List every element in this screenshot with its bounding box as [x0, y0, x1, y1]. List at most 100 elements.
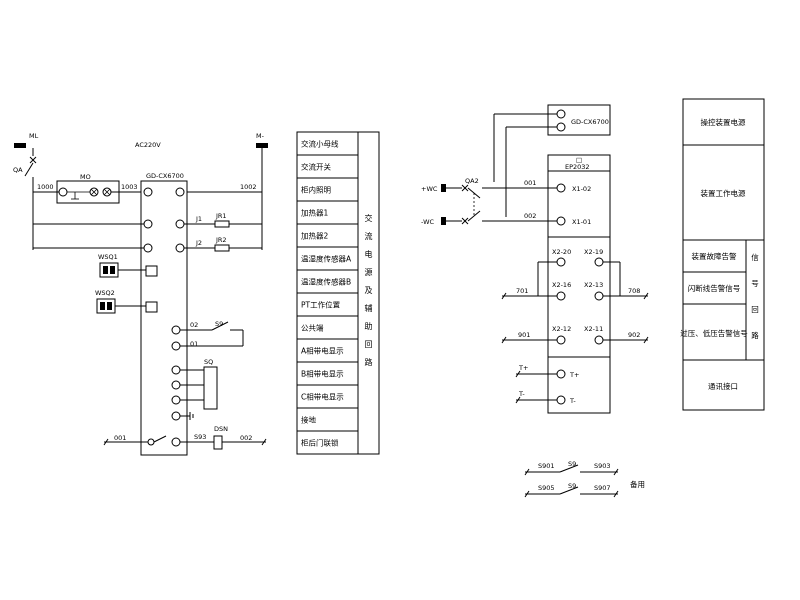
- cell-5: 通讯接口: [708, 381, 738, 391]
- heater-jr1: [214, 220, 230, 228]
- label-ep-top: □: [576, 156, 582, 164]
- cell-0: 操控装置电源: [701, 117, 746, 127]
- func-row-3: 加热器1: [301, 208, 328, 218]
- cell-4: 过压、低压告警信号: [680, 328, 748, 338]
- func-row-7: PT工作位置: [301, 300, 341, 310]
- label-j1: J1: [195, 215, 202, 223]
- label-x2-11: X2-11: [584, 325, 603, 333]
- func-side-char-2: 电: [365, 249, 373, 259]
- label-002: 002: [240, 434, 252, 442]
- label-dsn: DSN: [214, 425, 228, 433]
- label-tminus-out: T-: [518, 390, 525, 398]
- heater-jr2: [214, 244, 230, 252]
- func-side-char-3: 源: [365, 268, 373, 277]
- label-ep2032: EP2032: [565, 163, 590, 171]
- label-s901: S901: [538, 462, 555, 470]
- switch-spare-2: [559, 486, 579, 495]
- label-01: 01: [190, 340, 198, 348]
- label-mminus: M-: [256, 132, 265, 140]
- sensor-wsq2: [96, 298, 116, 314]
- cell-1: 装置工作电源: [701, 188, 746, 198]
- side-char-3: 路: [751, 330, 759, 340]
- func-row-13: 柜后门联锁: [301, 438, 339, 448]
- label-x1-01: X1-01: [572, 218, 591, 226]
- label-sq: SQ: [204, 358, 213, 366]
- label-s93: S93: [194, 433, 206, 441]
- label-1002: 1002: [240, 183, 257, 191]
- label-701: 701: [516, 287, 528, 295]
- switch-spare-1: [559, 464, 579, 473]
- func-row-11: C相带电显示: [301, 392, 344, 402]
- label-right-device: GD-CX6700: [571, 118, 609, 126]
- label-s9-b: S9: [568, 482, 576, 490]
- sensor-wsq1: [99, 262, 119, 278]
- label-x2-16: X2-16: [552, 281, 571, 289]
- label-s905: S905: [538, 484, 555, 492]
- label-qa2: QA2: [465, 177, 479, 185]
- label-mo: MO: [80, 173, 91, 181]
- func-row-8: 公共端: [301, 323, 324, 333]
- func-row-2: 柜内照明: [301, 185, 331, 195]
- label-902: 902: [628, 331, 640, 339]
- label-s9-a: S9: [568, 460, 576, 468]
- label-x2-19: X2-19: [584, 248, 603, 256]
- label-x1-02: X1-02: [572, 185, 591, 193]
- label-1003: 1003: [121, 183, 138, 191]
- sensor-sq: [203, 366, 218, 410]
- func-row-6: 温湿度传感器B: [301, 277, 351, 287]
- label-s9: S9: [215, 320, 223, 328]
- label-s907: S907: [594, 484, 611, 492]
- left-schematic: ML M- AC220V QA MO 1000 1003 1002: [13, 132, 268, 456]
- label-plus-wc: +WC: [421, 185, 438, 193]
- bus-terminal-mminus: [256, 143, 268, 148]
- func-row-5: 温湿度传感器A: [301, 254, 352, 264]
- label-001: 001: [114, 434, 126, 442]
- label-j2: J2: [195, 239, 202, 247]
- label-1000: 1000: [37, 183, 54, 191]
- func-row-12: 接地: [301, 415, 316, 425]
- label-tplus-in: T+: [569, 371, 579, 379]
- func-row-10: B相带电显示: [301, 369, 344, 379]
- func-side-char-6: 助: [365, 321, 373, 331]
- label-r001: 001: [524, 179, 536, 187]
- label-tplus-out: T+: [518, 364, 528, 372]
- side-table: 操控装置电源 装置工作电源 装置故障告警 闪断线告警信号 过压、低压告警信号 通…: [680, 98, 765, 411]
- label-jr1: JR1: [215, 212, 227, 220]
- label-minus-wc: -WC: [421, 218, 435, 226]
- func-row-1: 交流开关: [301, 162, 331, 172]
- device-block-ep2032: [547, 154, 611, 414]
- switch-qa: [24, 162, 34, 177]
- func-side-char-5: 辅: [365, 303, 373, 313]
- label-jr2: JR2: [215, 236, 227, 244]
- label-02: 02: [190, 321, 198, 329]
- interlock-dsn: [213, 435, 223, 450]
- label-tminus-in: T-: [569, 397, 576, 405]
- func-side-char-7: 回: [365, 340, 373, 349]
- label-901: 901: [518, 331, 530, 339]
- func-row-4: 加热器2: [301, 231, 328, 241]
- label-wsq2: WSQ2: [95, 289, 115, 297]
- label-x2-12: X2-12: [552, 325, 571, 333]
- func-row-0: 交流小母线: [301, 139, 339, 149]
- label-x2-20: X2-20: [552, 248, 571, 256]
- right-schematic: GD-CX6700 □ EP2032 +WC -WC QA2 001 002 X…: [421, 104, 649, 498]
- label-device: GD-CX6700: [146, 172, 184, 180]
- side-char-0: 信: [751, 252, 759, 262]
- cell-3: 闪断线告警信号: [688, 283, 741, 293]
- func-side-char-8: 路: [365, 357, 373, 367]
- func-side-char-1: 流: [365, 231, 373, 241]
- func-side-char-4: 及: [365, 286, 373, 295]
- bus-terminal-ml: [14, 143, 26, 148]
- label-ac220v: AC220V: [135, 141, 161, 149]
- label-wsq1: WSQ1: [98, 253, 118, 261]
- mo-port: [58, 187, 68, 197]
- func-side-char-0: 交: [365, 213, 373, 223]
- cell-2: 装置故障告警: [692, 251, 737, 261]
- label-qa: QA: [13, 166, 23, 174]
- side-char-2: 回: [751, 305, 759, 314]
- label-ml: ML: [29, 132, 39, 140]
- switch-s9: [211, 321, 229, 331]
- label-spare: 备用: [630, 479, 645, 489]
